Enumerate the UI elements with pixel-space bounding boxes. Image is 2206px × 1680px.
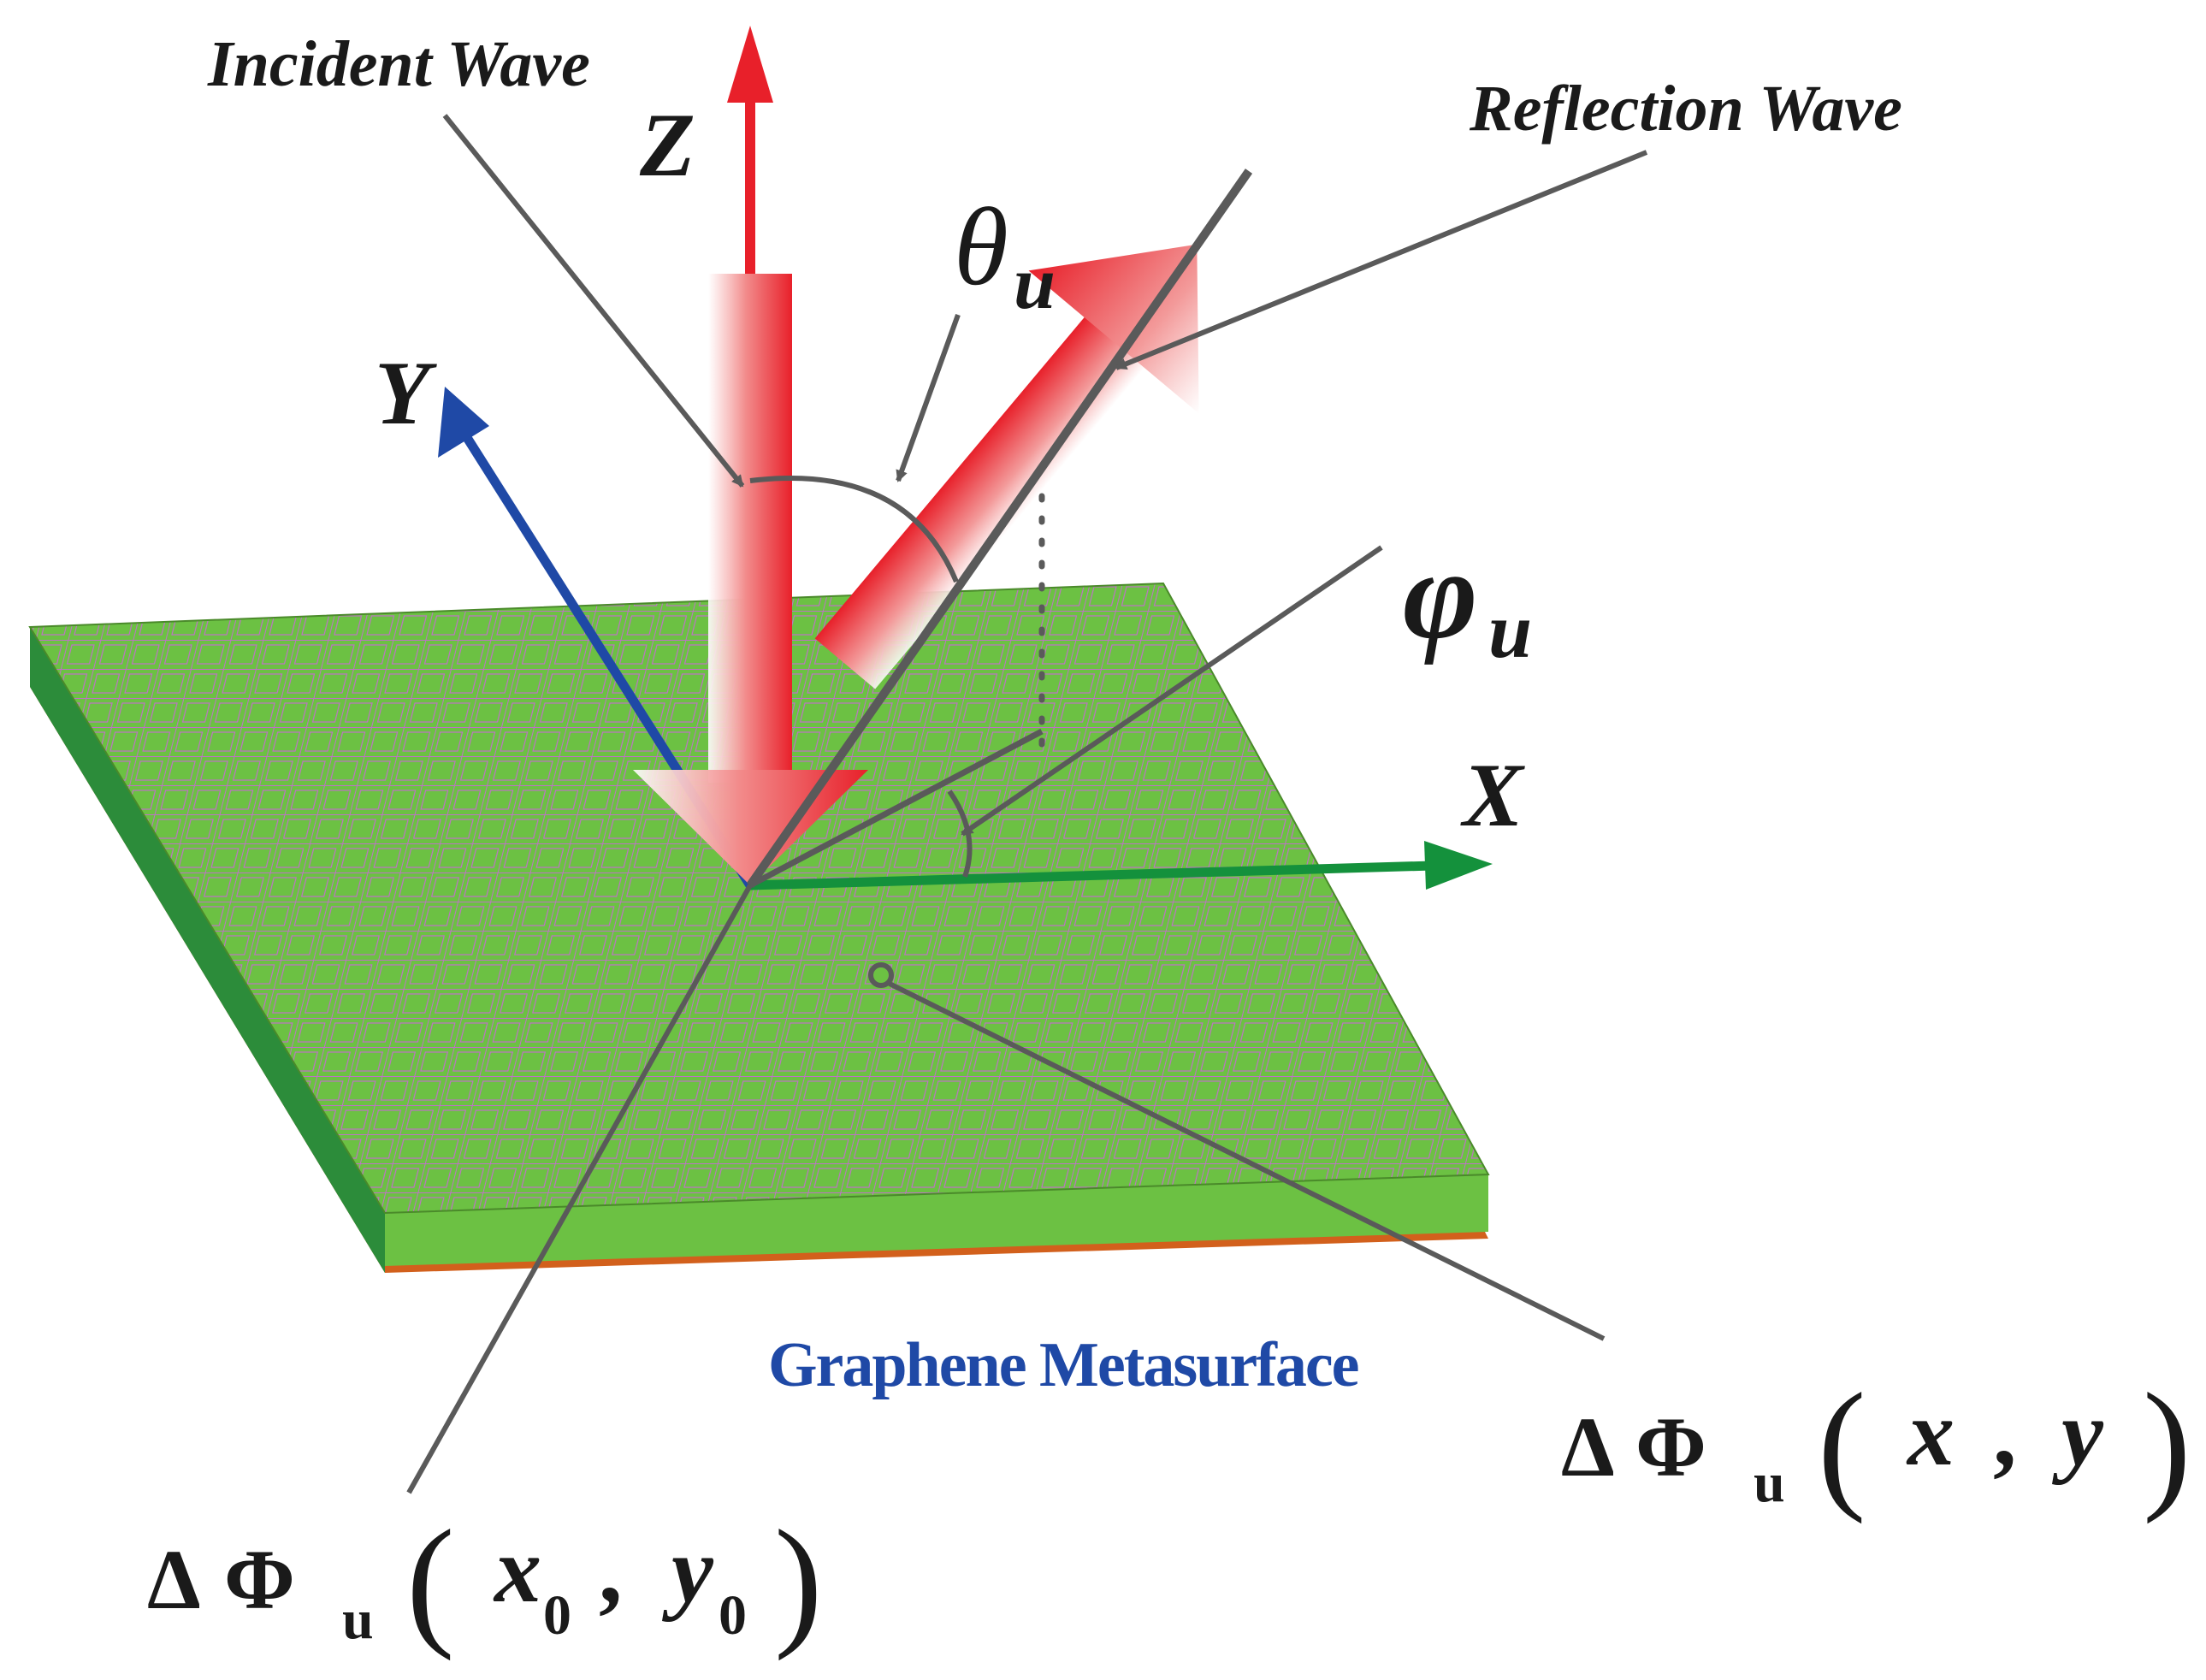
phi-capital-subscript: u (342, 1588, 374, 1651)
delta-phi-x0y0-leader (406, 884, 753, 1494)
incident-wave-arrow (633, 274, 868, 885)
y-axis-label: Y (375, 343, 437, 443)
delta-phi-x0y0-expression: Δ Φ u ( x 0 , y 0 ) (147, 1500, 823, 1661)
y-variable: y (661, 1517, 714, 1622)
delta-symbol: Δ (1561, 1399, 1615, 1494)
y-subscript: 0 (719, 1584, 747, 1647)
theta-angle-arc (749, 476, 959, 583)
point-xy-marker (868, 962, 894, 988)
delta-symbol: Δ (147, 1532, 201, 1627)
y-variable: y (2051, 1381, 2104, 1485)
theta-subscript: u (1014, 242, 1056, 325)
x-axis-label: X (1460, 745, 1525, 845)
phi-symbol: φ (1403, 524, 1478, 665)
close-paren: ) (2143, 1364, 2191, 1524)
phi-leader (961, 545, 1383, 837)
reflection-direction-line (746, 169, 1253, 888)
close-paren: ) (774, 1500, 823, 1661)
comma: , (599, 1517, 623, 1622)
delta-phi-xy-leader (888, 981, 1606, 1341)
incident-wave-label: Incident Wave (207, 28, 590, 100)
open-paren: ( (1818, 1364, 1866, 1524)
projection-line (748, 728, 1044, 889)
theta-leader (896, 313, 961, 482)
x-subscript: 0 (543, 1584, 571, 1647)
y-axis-arrowhead (438, 387, 489, 458)
slab-left-side (30, 627, 385, 1273)
slab-top-surface (30, 583, 1488, 1213)
slab-front-side (385, 1174, 1488, 1266)
open-paren: ( (406, 1500, 455, 1661)
reflection-wave-leader (1115, 150, 1648, 370)
x-axis-line (749, 861, 1434, 890)
theta-symbol: θ (954, 186, 1008, 309)
x-variable: x (493, 1517, 541, 1622)
comma: , (1993, 1381, 2017, 1485)
reflection-wave-label: Reflection Wave (1469, 73, 1902, 145)
incident-wave-leader (442, 114, 745, 488)
x-variable: x (1906, 1381, 1955, 1485)
phi-subscript: u (1488, 587, 1532, 674)
x-axis-arrowhead (1424, 841, 1493, 890)
z-axis-arrowhead (727, 26, 773, 103)
metasurface-label: Graphene Metasurface (768, 1330, 1358, 1400)
graphene-metasurface-slab (28, 582, 1490, 1273)
reflection-wave-arrow (814, 244, 1199, 689)
leader-lines (406, 114, 1648, 1494)
delta-phi-xy-expression: Δ Φ u ( x , y ) (1561, 1364, 2191, 1524)
phi-capital-symbol: Φ (224, 1532, 295, 1627)
z-axis-label: Z (639, 95, 695, 195)
phi-capital-symbol: Φ (1635, 1399, 1706, 1494)
phi-capital-subscript: u (1754, 1452, 1785, 1514)
